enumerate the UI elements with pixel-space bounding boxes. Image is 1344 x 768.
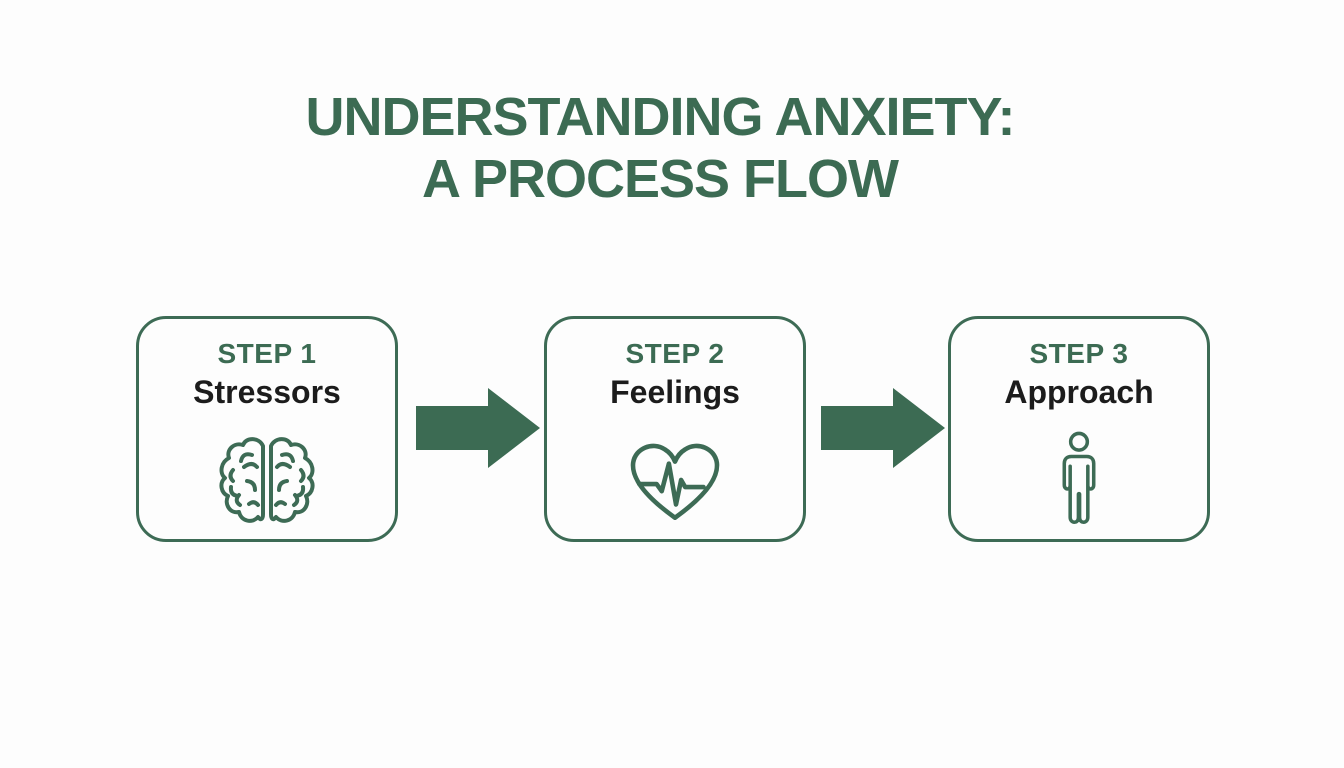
arrow-right-icon [821, 388, 945, 468]
step-card-feelings: STEP 2 Feelings [544, 316, 806, 542]
step-label: STEP 2 [625, 338, 725, 369]
step-label: STEP 3 [1029, 338, 1129, 369]
step-label: STEP 1 [217, 338, 317, 369]
person-icon [1047, 424, 1111, 539]
brain-icon [215, 424, 319, 539]
step-card-stressors: STEP 1 Stressors [136, 316, 398, 542]
step-card-approach: STEP 3 Approach [948, 316, 1210, 542]
page-title-line2: A PROCESS FLOW [421, 149, 899, 209]
page-title: UNDERSTANDING ANXIETY: A PROCESS FLOW [0, 86, 1320, 210]
heart-ecg-icon [624, 424, 726, 539]
step-name: Approach [1004, 374, 1154, 410]
step-name: Feelings [610, 374, 740, 410]
arrow-right-icon [416, 388, 540, 468]
page-title-line1: UNDERSTANDING ANXIETY: [305, 87, 1015, 147]
step-name: Stressors [193, 374, 341, 410]
